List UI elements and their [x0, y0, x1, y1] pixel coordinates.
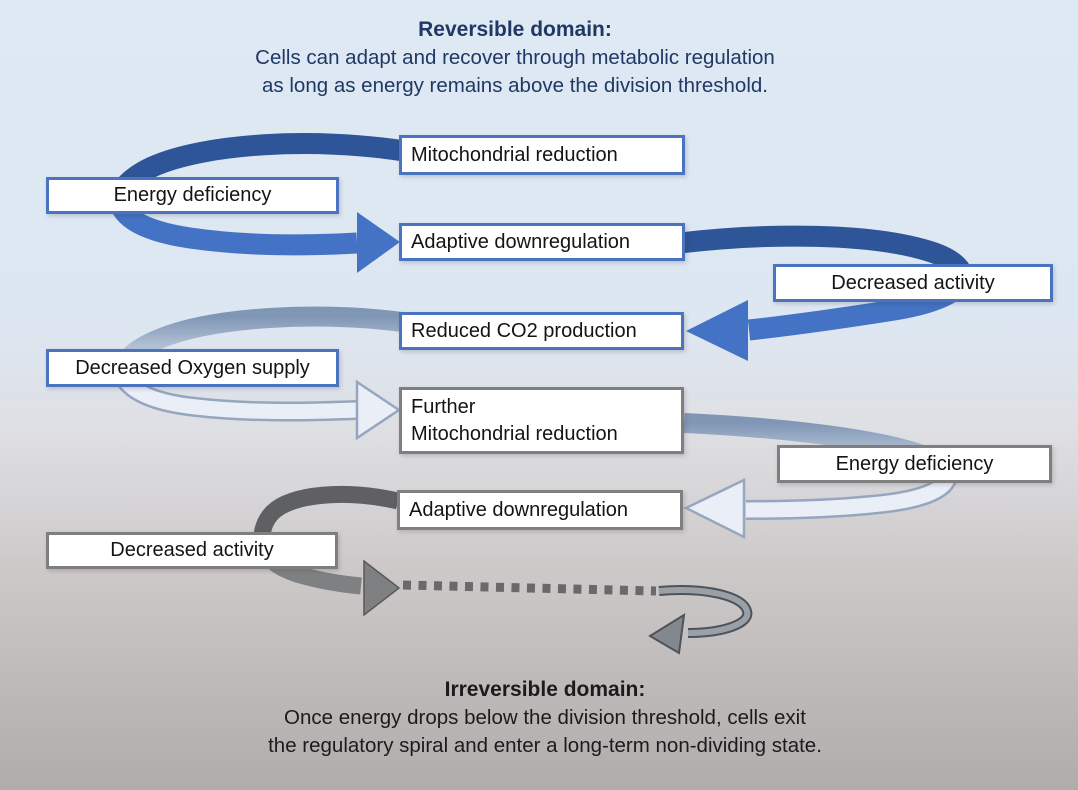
box-decreased-activity-2: Decreased activity: [46, 532, 338, 569]
loop5-upper-band-icon: [253, 486, 400, 543]
box-adaptive-downregulation-1: Adaptive downregulation: [399, 223, 685, 261]
reversible-domain-title: Reversible domain:: [418, 18, 612, 41]
loop4-arrowhead-icon: [683, 478, 746, 540]
reversible-domain-caption: Reversible domain: Cells can adapt and r…: [145, 16, 885, 100]
irreversible-domain-line1: Once energy drops below the division thr…: [284, 706, 806, 729]
irreversible-domain-title: Irreversible domain:: [444, 678, 646, 701]
irreversible-domain-line2: the regulatory spiral and enter a long-t…: [268, 734, 822, 757]
box-energy-deficiency-2: Energy deficiency: [777, 445, 1052, 483]
box-reduced-co2-production: Reduced CO2 production: [399, 312, 684, 350]
loop1-arrowhead-icon: [357, 212, 400, 273]
box-further-mitochondrial-reduction: Further Mitochondrial reduction: [399, 387, 684, 454]
hook-arrow-band-icon: [658, 587, 751, 636]
box-adaptive-downregulation-2: Adaptive downregulation: [397, 490, 683, 530]
dotted-threshold-line-icon: [402, 580, 657, 596]
reversible-domain-line1: Cells can adapt and recover through meta…: [255, 46, 775, 69]
loop1-lower-band-icon: [108, 196, 358, 256]
box-mitochondrial-reduction: Mitochondrial reduction: [399, 135, 685, 175]
loop4-lower-band-icon: [745, 473, 956, 518]
reversible-domain-line2: as long as energy remains above the divi…: [262, 74, 768, 97]
box-decreased-oxygen-supply: Decreased Oxygen supply: [46, 349, 339, 387]
loop2-arrowhead-icon: [686, 300, 748, 361]
exit-arrowhead-icon: [363, 559, 401, 617]
loop3-arrowhead-icon: [355, 379, 402, 441]
hook-arrowhead-icon: [648, 613, 686, 655]
irreversible-domain-caption: Irreversible domain: Once energy drops b…: [165, 676, 925, 760]
loop2-upper-band-icon: [678, 225, 974, 281]
box-energy-deficiency-1: Energy deficiency: [46, 177, 339, 214]
box-decreased-activity-1: Decreased activity: [773, 264, 1053, 302]
